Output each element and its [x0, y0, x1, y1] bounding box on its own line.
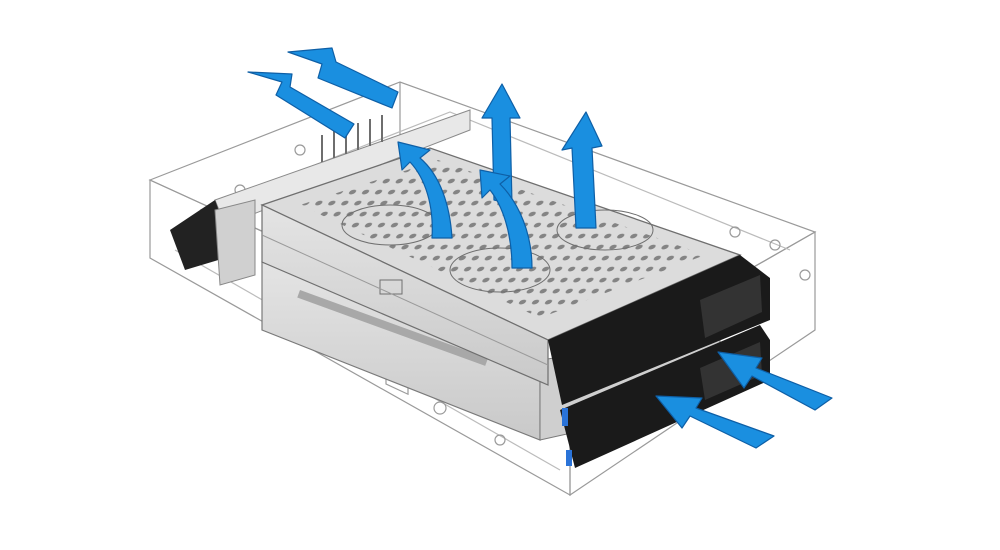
upper-bay-latch[interactable] — [562, 408, 568, 426]
lower-bay-latch[interactable] — [566, 450, 572, 466]
intake-arrows — [655, 351, 833, 449]
arrow-left-icon — [717, 351, 833, 411]
rear-connector-board — [170, 109, 471, 286]
arrow-up-icon — [247, 71, 355, 139]
exhaust-arrows — [247, 47, 603, 269]
upper-bay-front — [548, 255, 770, 405]
arrow-up-icon — [397, 141, 453, 239]
upper-drive-tray — [260, 147, 742, 386]
arrow-up-icon — [561, 111, 603, 229]
arrow-left-icon — [655, 395, 775, 449]
arrow-up-icon — [479, 169, 533, 269]
arrow-up-icon — [287, 47, 399, 109]
arrow-up-icon — [481, 83, 521, 205]
